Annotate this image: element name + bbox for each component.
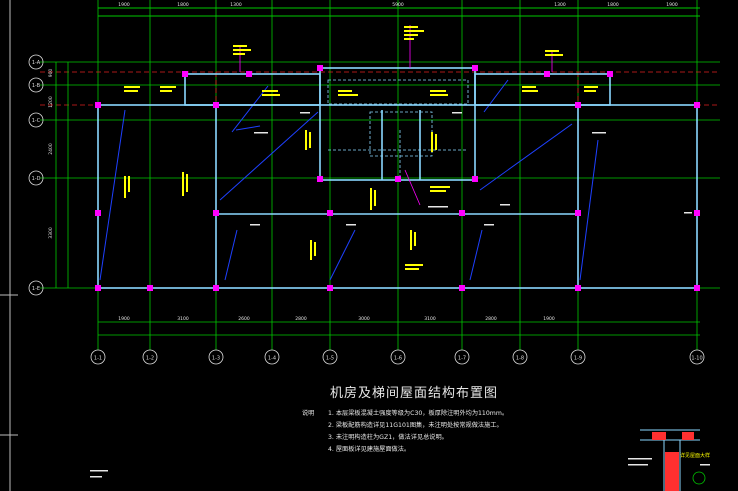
axis-label-left: 1-C [32, 118, 41, 124]
axis-bubble-left [28, 170, 44, 186]
axis-bubble-bottom [454, 349, 470, 365]
dimension-text: 1900 [118, 2, 130, 8]
detail-hatch [652, 432, 694, 491]
detail-label: 详见屋面大样 [680, 453, 711, 459]
axis-bubble-bottom [390, 349, 406, 365]
axis-label-bottom: 1-6 [394, 356, 402, 362]
inner-dashed-beams [327, 79, 469, 180]
notes-label: 说明 [302, 410, 315, 417]
axis-bubble-bottom [322, 349, 338, 365]
axis-label-bottom: 1-5 [326, 356, 334, 362]
dimension-texts: 1900 1800 1300 5900 1300 1800 1900 1900 3100 2600… [48, 2, 678, 322]
drawing-title: 机房及梯间屋面结构布置图 [330, 386, 499, 401]
slab-diagonals [99, 79, 599, 281]
dimension-text: 2800 [295, 316, 307, 322]
dimension-text: 900 [48, 69, 54, 78]
dimension-text: 3100 [177, 316, 189, 322]
dimension-text: 1300 [230, 2, 242, 8]
dimension-text: 2600 [238, 316, 250, 322]
horizontal-axes [40, 61, 720, 289]
dimension-text: 1900 [543, 316, 555, 322]
dimension-text: 3100 [424, 316, 436, 322]
beams [97, 67, 698, 289]
detail-text [628, 458, 710, 466]
small-text-marks [90, 112, 692, 478]
note-line-4: 4. 屋面板详见建施屋面做法。 [328, 446, 411, 453]
axis-label-left: 1-D [32, 176, 41, 182]
dimension-text: 1900 [118, 316, 130, 322]
dimension-text: 5900 [392, 2, 404, 8]
axis-label-bottom: 1-2 [146, 356, 154, 362]
axis-label-bottom: 1-7 [458, 356, 466, 362]
dimension-text: 2800 [485, 316, 497, 322]
dimension-text: 1200 [48, 96, 54, 108]
axis-bubble-left [28, 54, 44, 70]
note-line-1: 1. 本层梁板混凝土强度等级为C30，板厚除注明外均为110mm。 [328, 410, 509, 417]
axis-label-bottom: 1-10 [691, 356, 702, 362]
axis-bubble-left [28, 77, 44, 93]
dimension-text: 1300 [554, 2, 566, 8]
axis-bubble-bottom [90, 349, 106, 365]
axis-bubble-left [28, 112, 44, 128]
axis-bubbles: 1-1 1-2 1-3 1-4 1-5 1-6 1-7 1-8 1-9 1-10 1-A 1-B 1-C… [28, 54, 705, 365]
axis-label-left: 1-A [32, 60, 41, 66]
notes-block: 说明 1. 本层梁板混凝土强度等级为C30，板厚除注明外均为110mm。 2. … [302, 408, 509, 456]
axis-bubble-bottom [208, 349, 224, 365]
axis-bubble-bottom [264, 349, 280, 365]
hidden-lines [40, 71, 720, 120]
axis-bubble-bottom [512, 349, 528, 365]
axis-bubble-bottom [570, 349, 586, 365]
axis-label-bottom: 1-9 [574, 356, 582, 362]
axis-label-bottom: 1-8 [516, 356, 524, 362]
axis-label-bottom: 1-3 [212, 356, 220, 362]
axis-label-bottom: 1-4 [268, 356, 276, 362]
dimension-text: 3300 [48, 227, 54, 239]
dimension-text: 2400 [48, 143, 54, 155]
axis-bubble-bottom [142, 349, 158, 365]
note-line-3: 3. 未注明构造柱为GZ1，做法详见总说明。 [328, 434, 448, 441]
dimension-text: 3000 [358, 316, 370, 322]
note-line-2: 2. 梁板配筋构造详见11G101图集，未注明处按常规做法施工。 [328, 422, 503, 429]
detail-axis-mark [692, 471, 706, 485]
columns [95, 65, 700, 291]
axis-label-bottom: 1-1 [94, 356, 102, 362]
dimension-text: 1800 [607, 2, 619, 8]
axis-label-left: 1-E [32, 286, 40, 292]
dimension-text: 1800 [177, 2, 189, 8]
axis-bubble-bottom [689, 349, 705, 365]
beam-labels [124, 26, 598, 270]
dimension-text: 1900 [666, 2, 678, 8]
axis-bubble-left [28, 280, 44, 296]
axis-label-left: 1-B [32, 83, 41, 89]
